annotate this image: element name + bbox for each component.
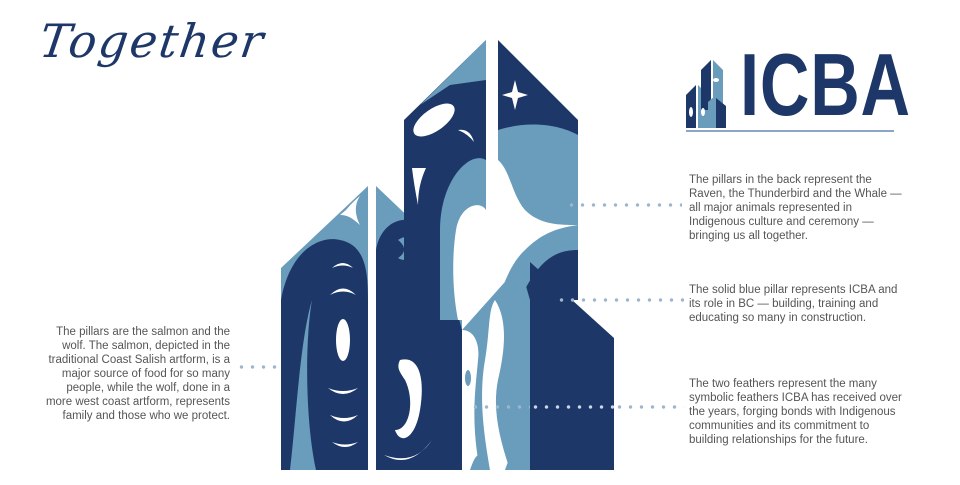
feathers-pillar: [462, 265, 530, 470]
leader-dots-salmon-wolf: [236, 365, 280, 369]
icba-logo-icon: [686, 60, 726, 128]
leader-dots-feathers-right: [614, 405, 684, 409]
solid-icba-pillar: [530, 262, 614, 470]
caption-back-pillars: The pillars in the back represent the Ra…: [689, 174, 902, 242]
logo-underline: [686, 130, 894, 132]
icba-wordmark: ICBA: [740, 35, 911, 134]
leader-dots-feathers-on-pillar: [530, 405, 614, 409]
caption-salmon-wolf: The pillars are the salmon and the wolf.…: [45, 326, 230, 422]
leader-dots-solid-pillar: [556, 298, 684, 302]
leader-dots-back-pillars: [566, 203, 682, 207]
raven-pillar: [404, 40, 486, 320]
leader-dots-feathers: [470, 405, 530, 409]
salmon-pillar: [281, 186, 368, 470]
thunderbird-pillar: [498, 40, 578, 300]
caption-feathers: The two feathers represent the many symb…: [689, 378, 902, 446]
caption-solid-pillar: The solid blue pillar represents ICBA an…: [689, 284, 898, 324]
